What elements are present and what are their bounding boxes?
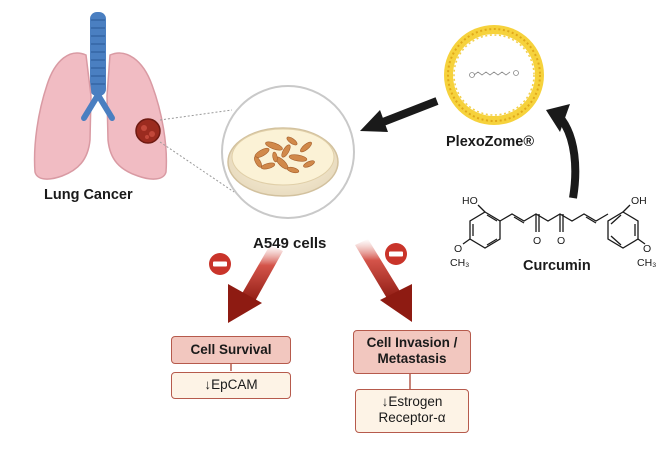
invasion-title-line2: Metastasis bbox=[377, 351, 447, 366]
atom-o-left: O bbox=[454, 243, 462, 255]
inhibit-icon-left bbox=[209, 253, 231, 275]
plexozome-to-dish-arrow bbox=[360, 97, 439, 132]
petri-dish bbox=[221, 85, 355, 219]
left-lung bbox=[33, 52, 92, 180]
atom-carbonyl-1: O bbox=[533, 235, 541, 247]
invasion-title-line1: Cell Invasion / bbox=[366, 335, 458, 350]
curcumin-label: Curcumin bbox=[523, 258, 591, 274]
bronchi bbox=[81, 92, 115, 121]
atom-o-right: O bbox=[643, 243, 651, 255]
estrogen-receptor-box: ↓Estrogen Receptor-α bbox=[355, 389, 469, 433]
epcam-marker: ↓EpCAM bbox=[204, 377, 258, 392]
invasion-box: Cell Invasion / Metastasis bbox=[353, 330, 471, 374]
cell-survival-title: Cell Survival bbox=[190, 342, 272, 357]
estrogen-marker-line1: ↓Estrogen bbox=[381, 394, 443, 409]
atom-ch3-right: CH₃ bbox=[637, 257, 656, 269]
atom-ho-left: HO bbox=[462, 195, 478, 207]
trachea bbox=[90, 12, 106, 96]
plexozome-label: PlexoZome® bbox=[446, 134, 535, 150]
estrogen-marker-line2: Receptor-α bbox=[378, 410, 446, 425]
arrow-to-invasion bbox=[355, 239, 412, 322]
atom-oh-right: OH bbox=[631, 195, 647, 207]
lung-cancer-label: Lung Cancer bbox=[44, 187, 133, 203]
a549-cells-label: A549 cells bbox=[253, 235, 327, 252]
a549-cell-cluster bbox=[254, 136, 315, 174]
inhibit-icon-right bbox=[385, 243, 407, 265]
right-lung bbox=[106, 52, 168, 180]
plexozome-liposome bbox=[444, 25, 544, 125]
trachea-rings bbox=[91, 19, 105, 85]
epcam-box: ↓EpCAM bbox=[171, 372, 291, 399]
lungs-illustration bbox=[33, 12, 168, 180]
tumor bbox=[135, 118, 161, 144]
cell-survival-box: Cell Survival bbox=[171, 336, 291, 364]
arrow-to-cell-survival bbox=[228, 245, 283, 323]
curcumin-to-plexozome-arrow bbox=[546, 104, 580, 199]
curcumin-atom-labels: HO O CH₃ O O OH O CH₃ bbox=[450, 195, 656, 269]
curcumin-structure bbox=[462, 204, 646, 249]
encapsulated-curcumin-icon bbox=[469, 70, 519, 78]
atom-carbonyl-2: O bbox=[557, 235, 565, 247]
atom-ch3-left: CH₃ bbox=[450, 257, 469, 269]
zoom-lines bbox=[159, 109, 235, 193]
